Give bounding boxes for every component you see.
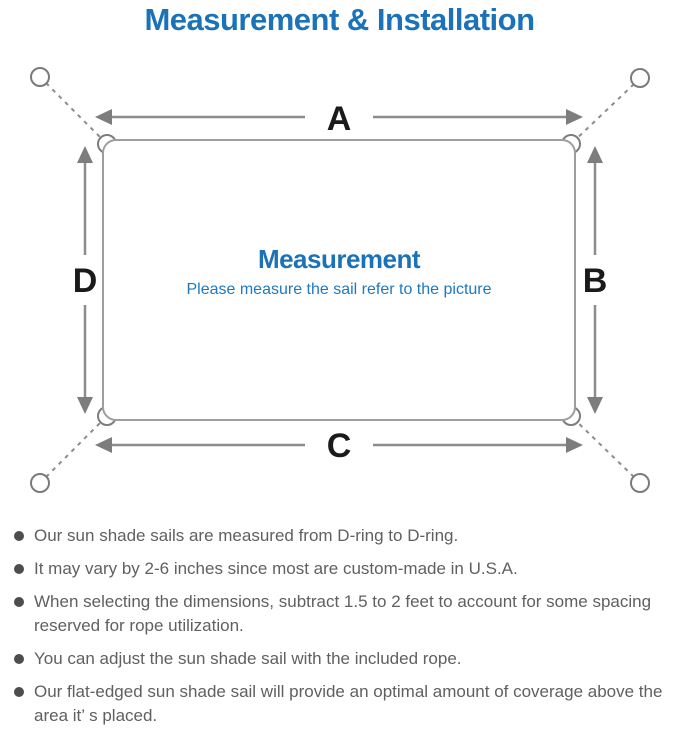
note-text: Our sun shade sails are measured from D-… <box>34 526 459 545</box>
tie-line-bottom-left <box>45 415 108 478</box>
arrowhead-left-icon <box>95 109 112 125</box>
dimension-label-a: A <box>327 100 352 138</box>
anchor-ring-icon <box>630 68 650 88</box>
dimension-label-b: B <box>583 262 608 300</box>
sail-rectangle <box>102 139 576 421</box>
anchor-ring-icon <box>30 67 50 87</box>
anchor-ring-icon <box>30 473 50 493</box>
list-item: Our flat-edged sun shade sail will provi… <box>10 680 673 728</box>
bullet-icon <box>14 531 24 541</box>
measurement-notes-list: Our sun shade sails are measured from D-… <box>10 524 673 737</box>
anchor-ring-icon <box>630 473 650 493</box>
list-item: Our sun shade sails are measured from D-… <box>10 524 673 548</box>
arrowhead-up-icon <box>77 146 93 163</box>
tie-line-top-left <box>45 82 108 145</box>
list-item: When selecting the dimensions, subtract … <box>10 590 673 638</box>
note-text: Our flat-edged sun shade sail will provi… <box>34 682 663 725</box>
measurement-diagram: A B C D Measurement Please measure the s… <box>0 50 679 512</box>
dimension-arrowheads <box>77 109 603 453</box>
dimension-label-d: D <box>73 262 98 300</box>
arrowhead-down-icon <box>77 397 93 414</box>
tie-line-bottom-right <box>570 415 635 478</box>
arrowhead-right-icon <box>566 437 583 453</box>
diagram-canvas: A B C D <box>30 67 650 493</box>
arrowhead-left-icon <box>95 437 112 453</box>
note-text: You can adjust the sun shade sail with t… <box>34 649 462 668</box>
dimension-arrow-lines <box>83 115 597 447</box>
anchor-rings <box>30 67 650 493</box>
arrowhead-up-icon <box>587 146 603 163</box>
bullet-icon <box>14 564 24 574</box>
bullet-icon <box>14 687 24 697</box>
note-text: When selecting the dimensions, subtract … <box>34 592 652 635</box>
list-item: It may vary by 2-6 inches since most are… <box>10 557 673 581</box>
note-text: It may vary by 2-6 inches since most are… <box>34 559 518 578</box>
arrowhead-down-icon <box>587 397 603 414</box>
page-title: Measurement & Installation <box>144 2 535 37</box>
bullet-icon <box>14 597 24 607</box>
bullet-icon <box>14 654 24 664</box>
tie-lines <box>45 82 635 478</box>
tie-line-top-right <box>570 83 635 145</box>
dimension-label-c: C <box>327 427 352 465</box>
list-item: You can adjust the sun shade sail with t… <box>10 647 673 671</box>
arrowhead-right-icon <box>566 109 583 125</box>
